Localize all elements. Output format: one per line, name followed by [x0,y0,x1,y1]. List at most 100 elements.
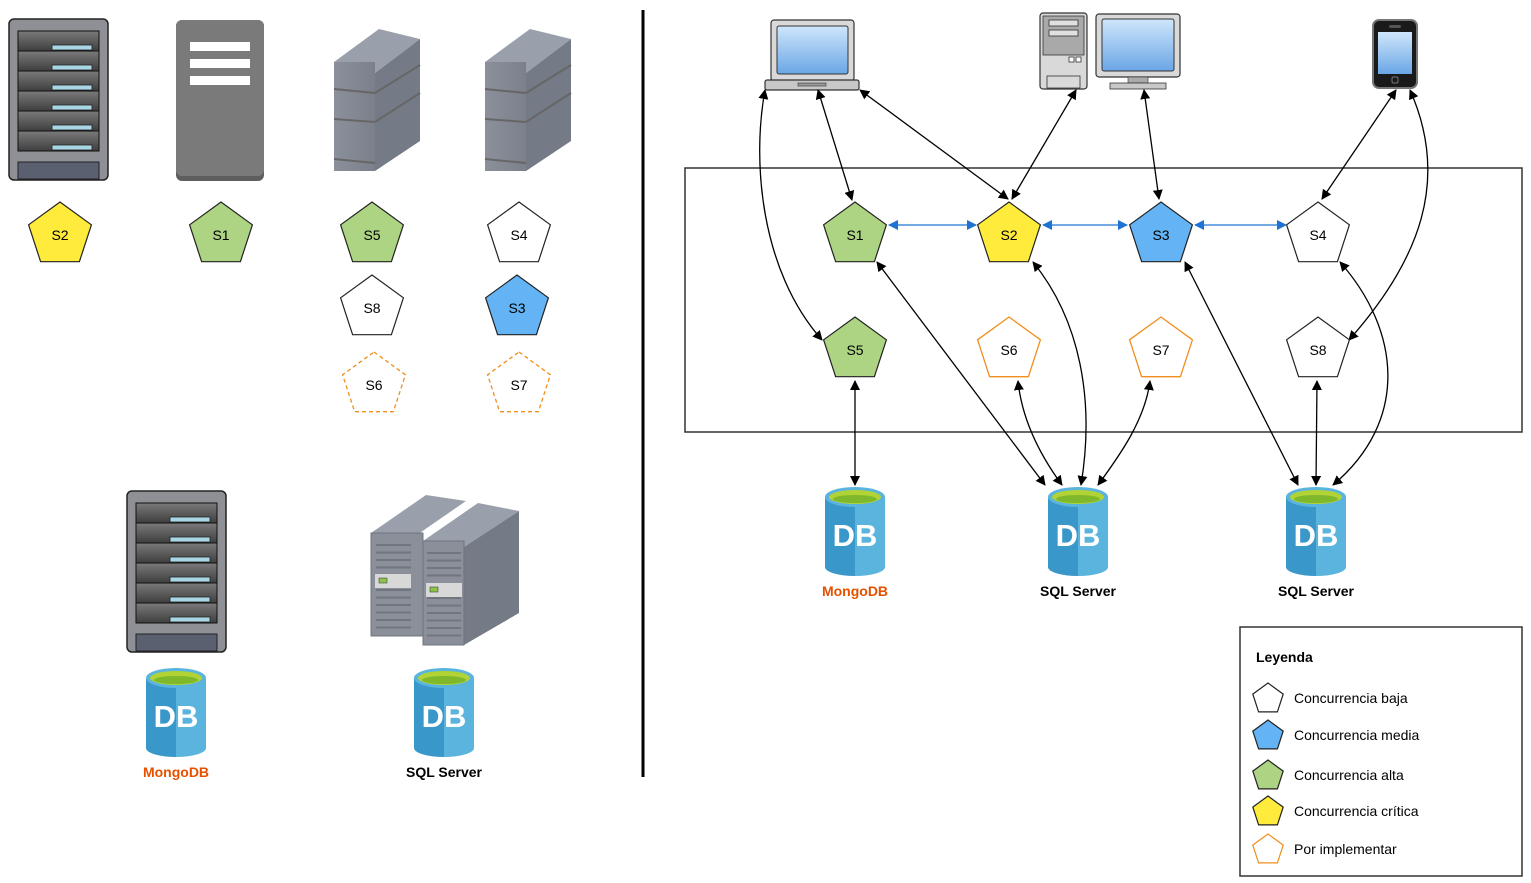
service-label: S8 [1309,342,1326,358]
left-service-s5[interactable]: S5 [339,201,405,263]
service-s5[interactable]: S5 [822,316,888,378]
sql-server-database[interactable]: DB SQL Server [1278,487,1355,599]
sql-server-database[interactable]: DB SQL Server [406,668,483,780]
connection-laptop-to-s2 [859,89,1009,200]
db-icon-text: DB [833,518,878,553]
service-label: S4 [510,227,527,243]
db-icon-text: DB [422,699,467,734]
connection-s2-to-sql-server-1 [1032,261,1088,486]
pentagon-shape [484,274,550,336]
pentagon-shape [1285,316,1351,378]
service-s4[interactable]: S4 [1285,201,1351,263]
pentagon-shape [822,201,888,263]
service-label: S6 [1000,342,1017,358]
pentagon-shape [486,351,552,413]
legend-item-baja: Concurrencia baja [1252,682,1408,713]
connection-s6-to-sql-server-1 [1013,380,1063,486]
connection-laptop-to-s1 [815,89,855,201]
left-service-s1[interactable]: S1 [188,201,254,263]
service-label: S7 [510,377,527,393]
db-cylinder-top-inner [154,676,198,684]
database-label: SQL Server [406,764,483,780]
rack-server-icon [126,490,227,653]
pentagon-shape [1128,201,1194,263]
db-icon-text: DB [154,699,199,734]
db-cylinder-top-inner [1294,495,1338,503]
connection-laptop-to-s5 [758,89,823,341]
left-service-s7[interactable]: S7 [486,351,552,413]
pentagon-shape [976,201,1042,263]
left-service-s6[interactable]: S6 [341,351,407,413]
db-cylinder-left [146,678,176,757]
legend-label: Concurrencia alta [1294,767,1404,783]
pentagon-shape [486,201,552,263]
db-icon-text: DB [1294,518,1339,553]
service-s6[interactable]: S6 [976,316,1042,378]
db-cylinder-right [855,497,885,576]
database-label: MongoDB [822,583,888,599]
service-label: S7 [1152,342,1169,358]
service-label: S8 [363,300,380,316]
legend-swatch-icon [1252,682,1284,713]
pentagon-shape [188,201,254,263]
db-cylinder-left [1286,497,1316,576]
legend-title: Leyenda [1256,649,1313,665]
legend-label: Concurrencia crítica [1294,803,1419,819]
service-label: S2 [51,227,68,243]
legend-item-pending: Por implementar [1252,833,1397,864]
service-label: S1 [212,227,229,243]
db-cylinder-right [1316,497,1346,576]
legend-box [1239,626,1523,877]
connection-desktop-to-s3 [1140,89,1163,200]
legend-label: Concurrencia media [1294,727,1419,743]
sql-server-database[interactable]: DB SQL Server [1040,487,1117,599]
database-label: MongoDB [143,764,209,780]
db-icon-text: DB [1056,518,1101,553]
pentagon-shape [822,316,888,378]
phone-icon [1372,19,1418,89]
database-label: SQL Server [1278,583,1355,599]
left-service-s3[interactable]: S3 [484,274,550,336]
service-s2[interactable]: S2 [976,201,1042,263]
left-service-s2[interactable]: S2 [27,201,93,263]
left-service-s8[interactable]: S8 [339,274,405,336]
connection-desktop-to-s2 [1011,89,1077,200]
connection-s7-to-sql-server-1 [1097,380,1154,486]
service-label: S2 [1000,227,1017,243]
pentagon-shape [27,201,93,263]
laptop-icon [764,19,860,91]
db-cylinder-left [414,678,444,757]
db-cylinder-left [825,497,855,576]
service-s7[interactable]: S7 [1128,316,1194,378]
service-label: S1 [846,227,863,243]
pentagon-shape [339,274,405,336]
service-s1[interactable]: S1 [822,201,888,263]
service-s3[interactable]: S3 [1128,201,1194,263]
legend-label: Concurrencia baja [1294,690,1408,706]
legend-swatch-icon [1252,719,1284,750]
pentagon-shape [341,351,407,413]
db-cylinder-left [1048,497,1078,576]
pentagon-shape [1128,316,1194,378]
service-label: S6 [365,377,382,393]
legend-item-critica: Concurrencia crítica [1252,795,1419,826]
left-service-s4[interactable]: S4 [486,201,552,263]
service-label: S3 [1152,227,1169,243]
database-label: SQL Server [1040,583,1117,599]
connection-phone-to-s4 [1321,89,1397,200]
mongodb-database[interactable]: DB MongoDB [143,668,209,780]
pentagon-shape [976,316,1042,378]
legend-swatch-icon [1252,833,1284,864]
db-cylinder-right [1078,497,1108,576]
db-cylinder-top-inner [422,676,466,684]
connection-phone-to-s8 [1348,89,1429,341]
service-s8[interactable]: S8 [1285,316,1351,378]
services-boundary [684,167,1523,433]
tower-server-icon [176,20,264,181]
db-cylinder-right [176,678,206,757]
pentagon-shape [339,201,405,263]
mongodb-database[interactable]: DB MongoDB [822,487,888,599]
